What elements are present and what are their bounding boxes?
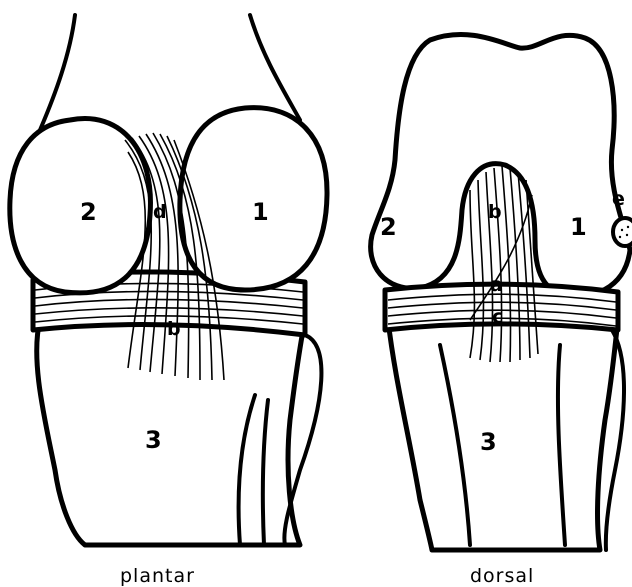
plantar-caption: plantar (120, 565, 195, 587)
plantar-label-b: b (167, 318, 181, 340)
dorsal-label-a: a (490, 274, 503, 296)
plantar-label-1: 1 (252, 198, 269, 226)
plantar-label-3: 3 (145, 426, 162, 454)
plantar-label-2: 2 (80, 198, 97, 226)
dorsal-label-e: e (612, 188, 625, 210)
plantar-femur-shaft-left (40, 15, 75, 130)
dorsal-label-c: c (492, 306, 503, 328)
dorsal-label-1: 1 (570, 213, 587, 241)
dorsal-label-3: 3 (480, 428, 497, 456)
plantar-view: 2 1 3 d b plantar (10, 15, 327, 587)
dorsal-view: 2 1 3 b a c e dorsal (371, 34, 632, 587)
dorsal-caption: dorsal (470, 565, 534, 587)
plantar-label-d: d (153, 201, 167, 223)
dorsal-label-2: 2 (380, 213, 397, 241)
dorsal-label-b: b (488, 201, 502, 223)
dorsal-tibia (388, 320, 618, 550)
plantar-femur-shaft-right (250, 15, 300, 120)
dorsal-structure-e (613, 218, 632, 246)
